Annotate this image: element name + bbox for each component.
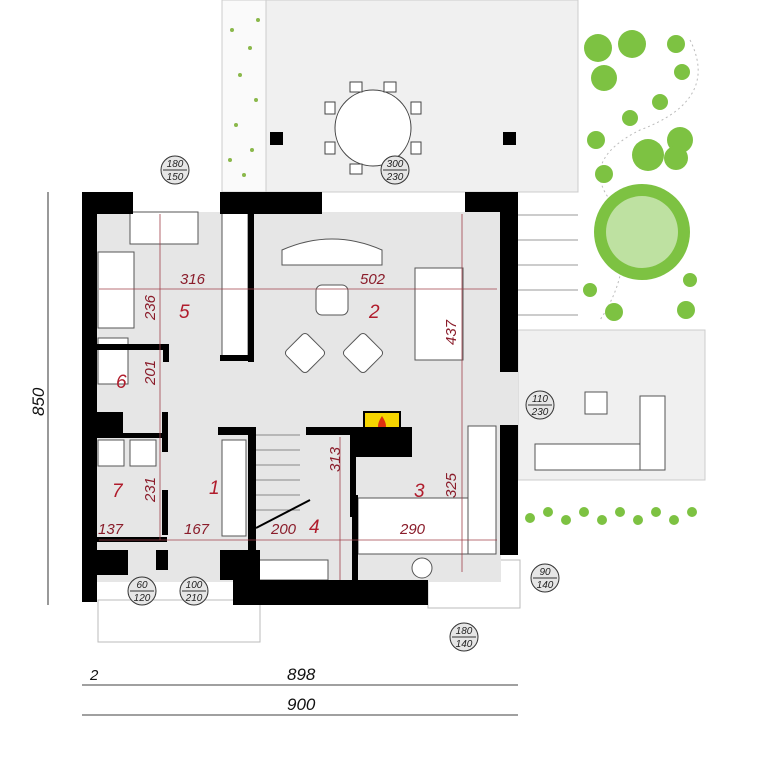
svg-text:110: 110 [532, 394, 548, 405]
room-labels: 1 2 3 4 5 6 7 [112, 302, 425, 538]
armchair [284, 332, 326, 374]
washer [129, 439, 157, 467]
hedge [221, 0, 267, 193]
kitchen-counter-bottom [357, 497, 469, 555]
bed-sofa-room5 [97, 251, 135, 329]
svg-text:180: 180 [456, 626, 473, 637]
svg-text:90: 90 [539, 567, 551, 578]
pillar [503, 132, 516, 145]
room-number-6: 6 [116, 372, 127, 393]
pillar [270, 132, 283, 145]
room-number-7: 7 [112, 481, 124, 502]
dim-316: 316 [180, 271, 206, 288]
desk [129, 211, 199, 245]
dimension-lines [47, 192, 518, 716]
svg-text:210: 210 [185, 593, 203, 604]
svg-text:230: 230 [386, 172, 404, 183]
room-number-3: 3 [414, 481, 425, 502]
pantry [257, 559, 329, 581]
svg-text:120: 120 [134, 593, 151, 604]
dim-850: 850 [29, 387, 48, 416]
boiler [97, 439, 125, 467]
dim-900: 900 [287, 695, 316, 714]
svg-text:140: 140 [537, 580, 554, 591]
dining-table [414, 267, 464, 361]
sink [411, 557, 433, 579]
svg-text:180: 180 [167, 159, 184, 170]
svg-text:100: 100 [186, 580, 203, 591]
hedge-leaves [228, 18, 260, 177]
dim-137: 137 [98, 521, 124, 538]
pouf [315, 284, 349, 316]
svg-text:230: 230 [531, 407, 549, 418]
svg-text:140: 140 [456, 639, 473, 650]
svg-text:150: 150 [167, 172, 184, 183]
dim-201: 201 [142, 360, 159, 386]
svg-text:60: 60 [136, 580, 148, 591]
entrance-step [97, 599, 261, 643]
dim-2: 2 [89, 667, 99, 684]
dim-437: 437 [443, 319, 460, 345]
furniture [97, 211, 497, 581]
wardrobe-hall [221, 439, 247, 537]
dim-898: 898 [287, 665, 316, 684]
room-number-4: 4 [309, 517, 320, 538]
wardrobe [221, 211, 249, 361]
armchair [342, 332, 384, 374]
dim-236: 236 [142, 294, 159, 321]
garden [97, 0, 706, 643]
sofa [281, 238, 383, 266]
dim-502: 502 [360, 271, 386, 288]
dining-set [324, 81, 422, 175]
walls [82, 192, 518, 605]
garden-steps [518, 214, 578, 316]
dim-231: 231 [142, 477, 159, 503]
room-number-2: 2 [368, 302, 380, 323]
svg-text:300: 300 [387, 159, 404, 170]
lounge-set [534, 391, 666, 471]
path [599, 39, 699, 321]
kitchen-counter [467, 425, 497, 555]
staircase [255, 434, 311, 529]
dim-200: 200 [270, 521, 297, 538]
dimension-labels: 316 502 236 437 201 231 137 167 200 290 … [29, 271, 460, 714]
trees [583, 30, 697, 321]
room-number-1: 1 [209, 478, 220, 499]
dim-167: 167 [184, 521, 210, 538]
dim-313: 313 [327, 446, 344, 472]
dim-325: 325 [443, 472, 460, 498]
room-number-5: 5 [179, 302, 190, 323]
vine [525, 507, 697, 525]
dim-290: 290 [399, 521, 426, 538]
